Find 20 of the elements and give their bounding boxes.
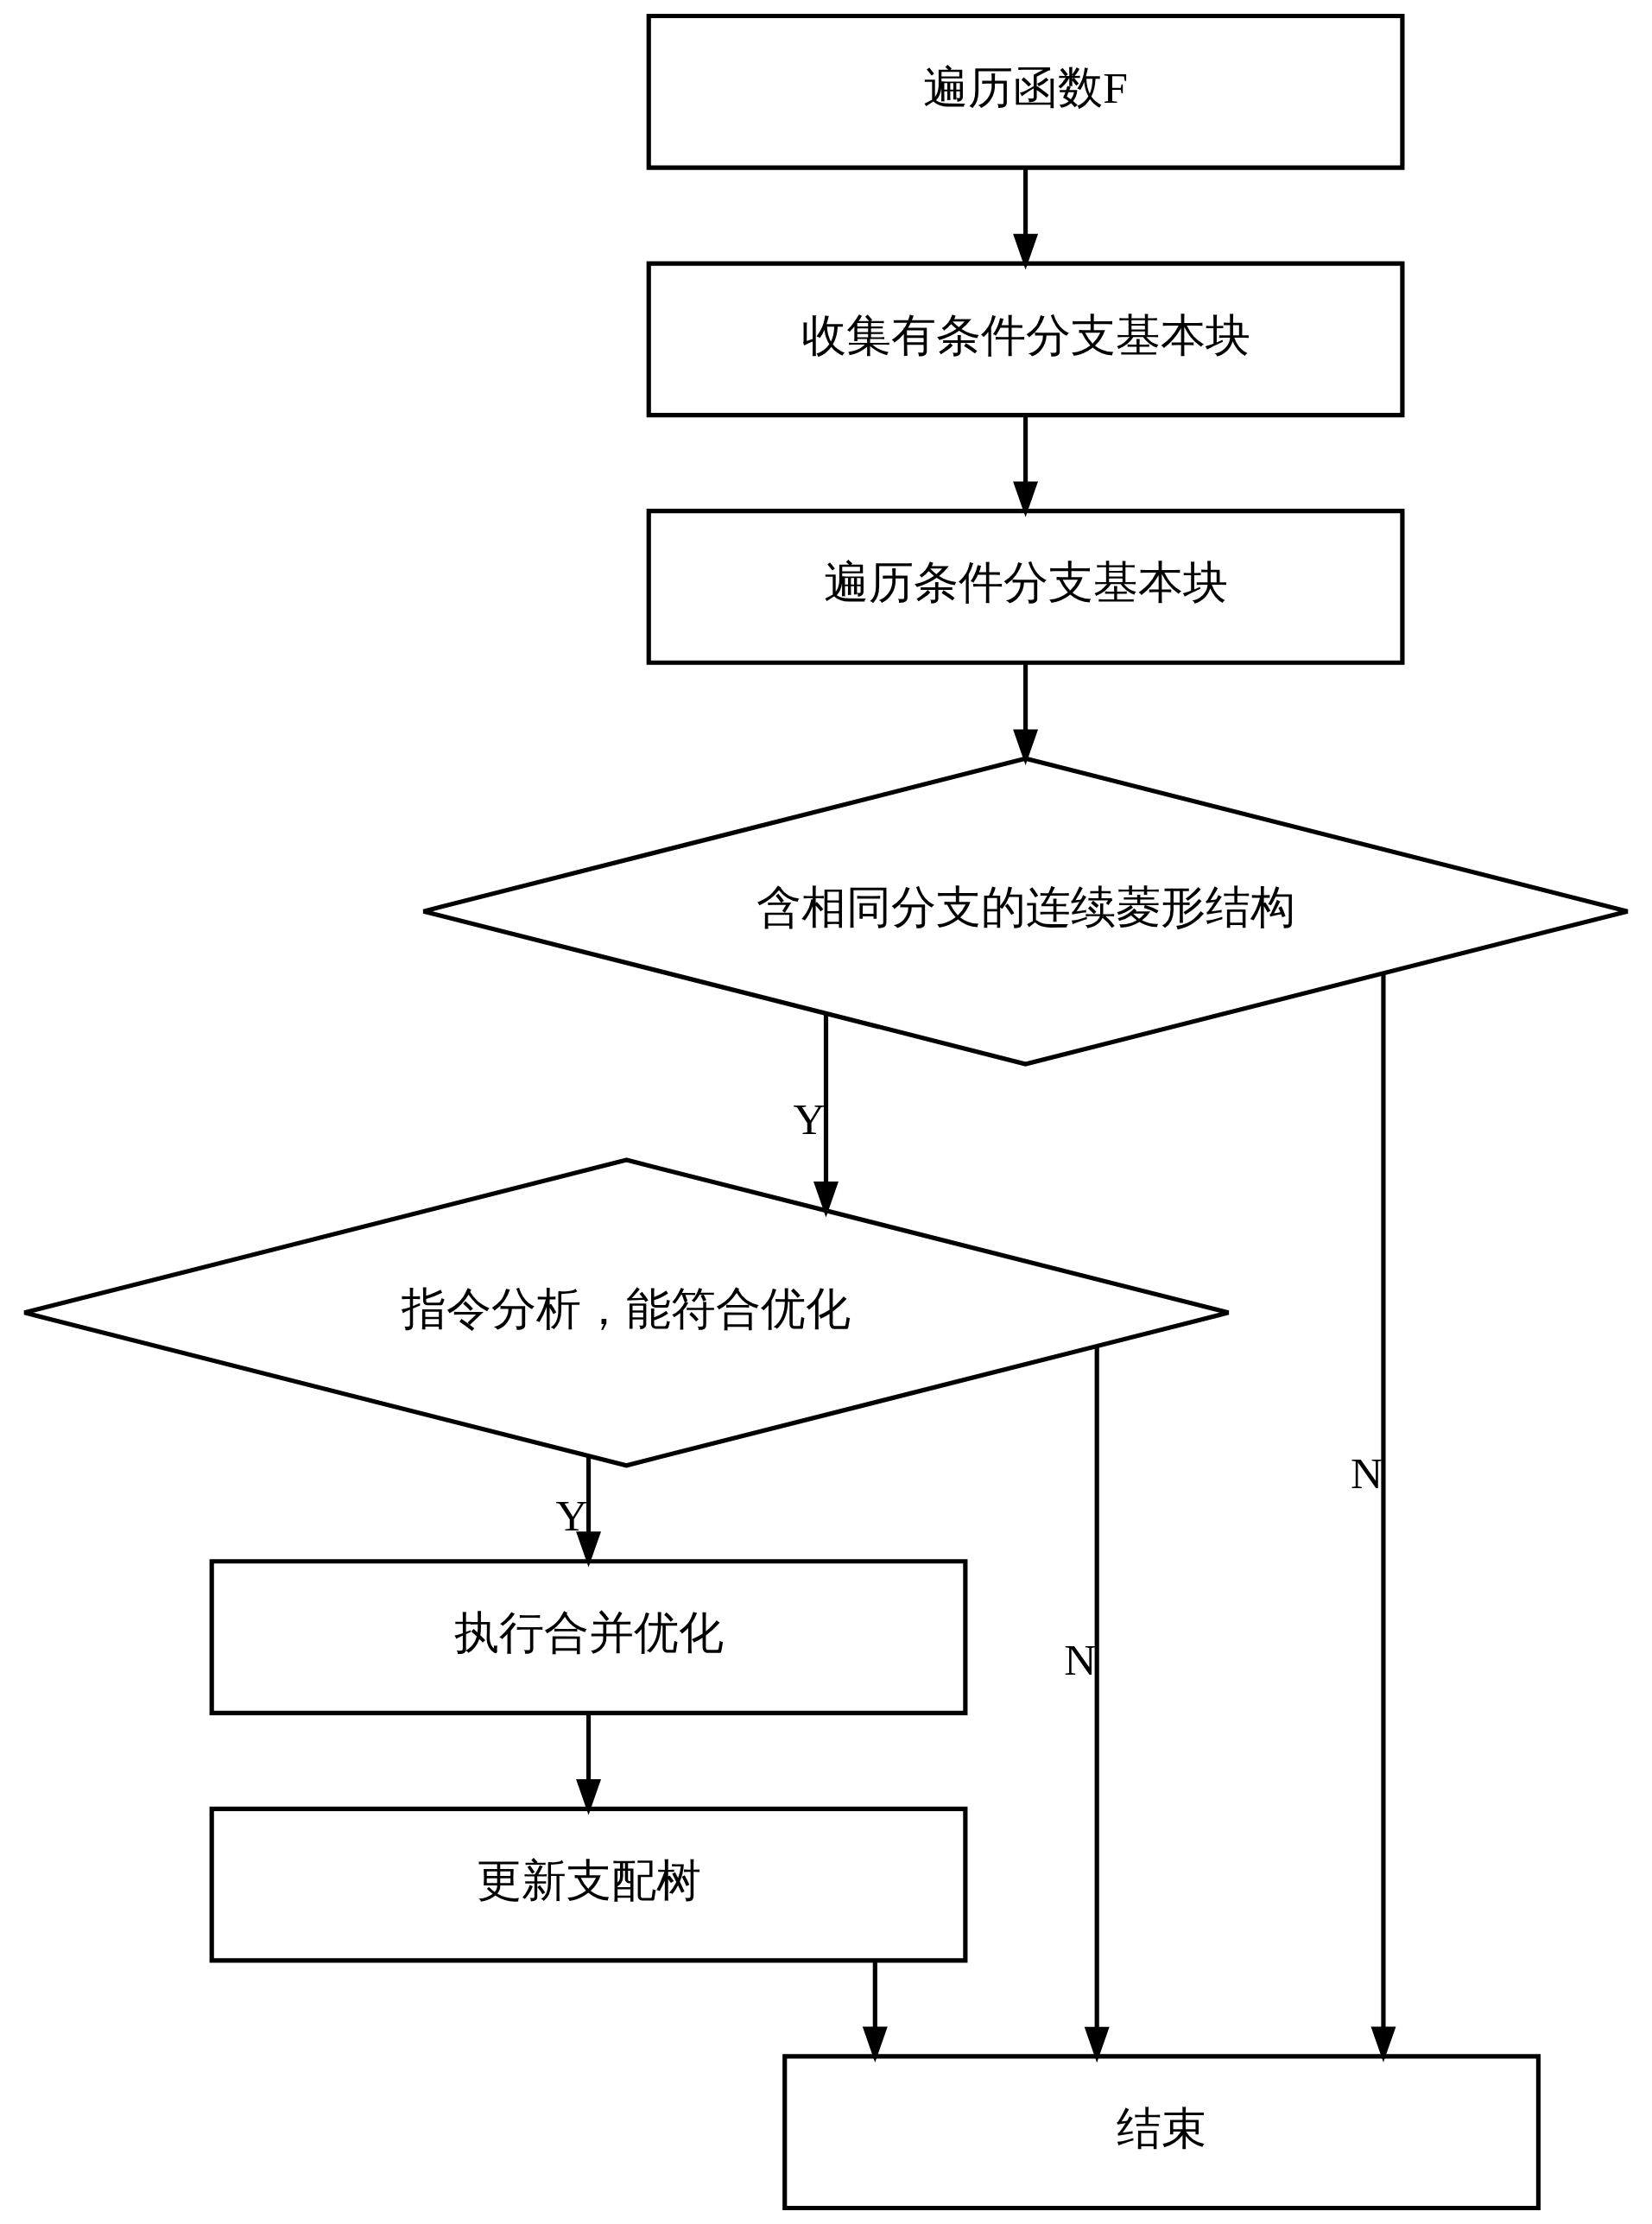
node-box: 执行合并优化 (209, 1559, 968, 1715)
arrow (1013, 415, 1039, 517)
node-box: 结束 (782, 2054, 1541, 2211)
node-box: 更新支配树 (209, 1806, 968, 1963)
node-box: 遍历条件分支基本块 (646, 509, 1405, 665)
edge-label: N (1064, 1634, 1097, 1684)
edge-label: Y (555, 1491, 588, 1541)
node-diamond: 指令分析，能符合优化 (22, 1157, 1231, 1468)
arrow (1013, 662, 1039, 765)
node-box: 遍历函数F (646, 13, 1405, 170)
arrow (576, 1713, 601, 1815)
edge-label: Y (793, 1094, 826, 1144)
arrow (1084, 1346, 1110, 2063)
arrow (813, 1013, 839, 1218)
arrow (1370, 973, 1396, 2062)
arrow (576, 1455, 601, 1568)
arrow (862, 1961, 888, 2062)
arrow (1013, 168, 1039, 270)
node-box: 收集有条件分支基本块 (646, 261, 1405, 418)
node-diamond: 含相同分支的连续菱形结构 (421, 756, 1630, 1067)
